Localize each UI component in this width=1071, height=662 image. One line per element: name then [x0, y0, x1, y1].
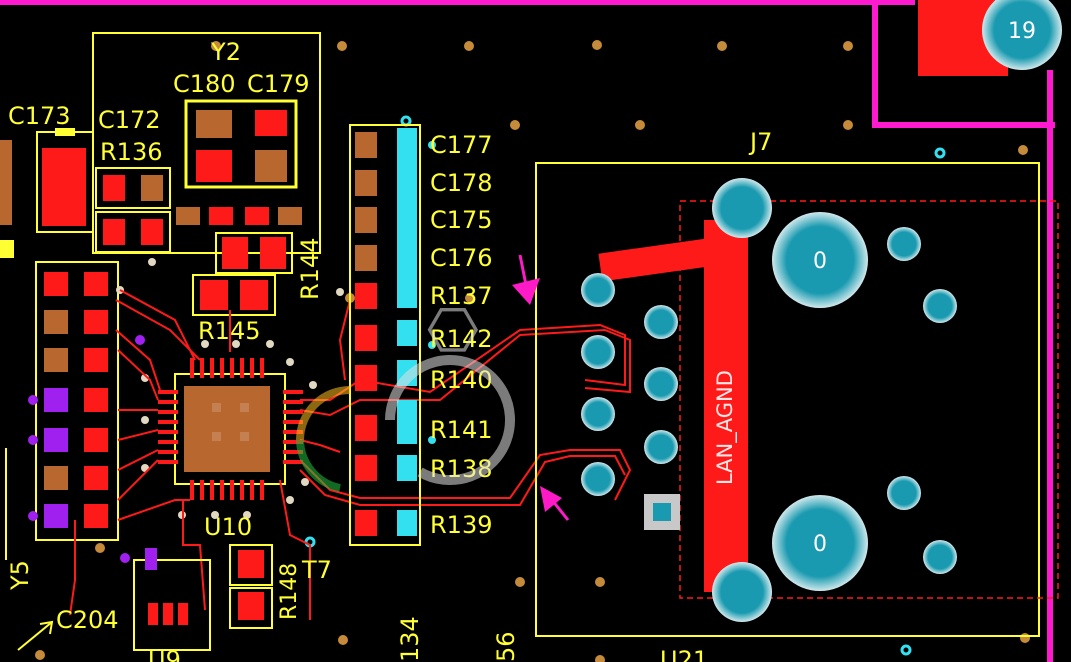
copper-traces	[69, 289, 632, 620]
mount-hole-bottom-number: 0	[813, 532, 827, 557]
j7-label: J7	[748, 128, 772, 156]
t7-label: T7	[301, 556, 332, 584]
c172-label: C172	[98, 106, 161, 134]
mount-hole-bottom	[772, 495, 868, 591]
scattered-vias	[95, 40, 1030, 662]
r136-label: R136	[100, 138, 162, 166]
c179-label: C179	[247, 70, 310, 98]
r148-label: R148	[277, 563, 302, 620]
y2-crystal: Y2 C180 C179	[92, 32, 321, 316]
lower-left-components: R148 T7 U9 C204 Y5 134 56	[5, 448, 520, 662]
u21-label: U21	[660, 646, 708, 662]
corner-through-hole	[982, 0, 1062, 70]
y2-label: Y2	[210, 38, 241, 66]
r141-label: R141	[430, 416, 492, 444]
u9-label: U9	[148, 646, 181, 662]
r144-label: R144	[296, 238, 324, 300]
annotation-arrows	[512, 254, 570, 521]
c173-component: C173	[0, 102, 94, 233]
c176-label: C176	[430, 244, 493, 272]
mount-hole-top	[772, 212, 868, 308]
c175-label: C175	[430, 206, 493, 234]
lan-agnd-net-label: LAN_AGND	[713, 370, 738, 485]
r142-label: R142	[430, 325, 492, 353]
c178-label: C178	[430, 169, 493, 197]
c204-label: C204	[56, 606, 119, 634]
mount-hole-top-number: 0	[813, 249, 827, 274]
r137-label: R137	[430, 282, 492, 310]
r139-label: R139	[430, 511, 492, 539]
u10-label: U10	[204, 513, 252, 541]
j7-connector: J7 LAN_AGND 0 0 U21	[535, 128, 1059, 662]
u10-chip	[28, 258, 317, 521]
c173-label: C173	[8, 102, 71, 130]
center-column-labels: C177 C178 C175 C176 R137 R142 R140 R141 …	[430, 131, 493, 539]
c180-label: C180	[173, 70, 236, 98]
center-resistor-column	[336, 124, 436, 546]
corner-pad-number: 19	[1008, 19, 1036, 44]
c177-label: C177	[430, 131, 493, 159]
y5-label: Y5	[6, 560, 34, 591]
ref-56-label: 56	[492, 631, 520, 662]
left-resistor-array	[0, 240, 119, 541]
ref-134-label: 134	[396, 616, 424, 662]
c172-r136: C172 R136	[95, 106, 171, 253]
